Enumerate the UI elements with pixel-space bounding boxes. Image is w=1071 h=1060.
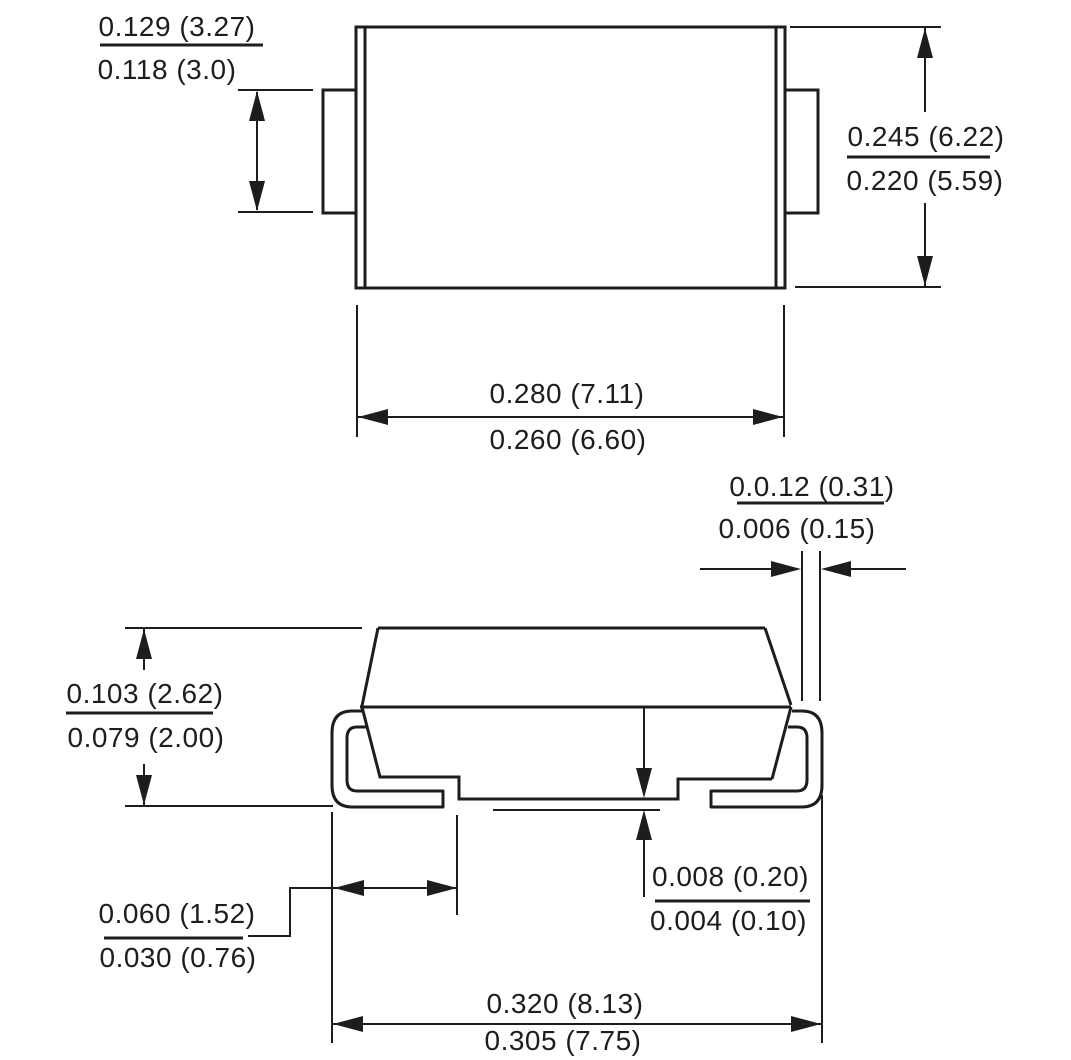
dim-value-max: 0.103 (2.62) — [67, 678, 224, 709]
dim-value-max: 0.320 (8.13) — [487, 988, 644, 1019]
dim-value-max: 0.245 (6.22) — [848, 121, 1005, 152]
dim-value-max: 0.280 (7.11) — [490, 378, 645, 409]
arrow-up-icon — [249, 91, 265, 121]
dim-value-min: 0.118 (3.0) — [98, 54, 237, 85]
dim-value-min: 0.260 (6.60) — [490, 424, 647, 455]
dim-value-max: 0.0.12 (0.31) — [729, 471, 894, 502]
top-view-right-tab — [783, 88, 820, 215]
arrow-right-icon — [427, 880, 457, 896]
dim-value-min: 0.220 (5.59) — [847, 165, 1004, 196]
dim-overall-length: 0.320 (8.13) 0.305 (7.75) — [333, 795, 823, 1056]
dim-height: 0.103 (2.62) 0.079 (2.00) — [66, 627, 362, 807]
dim-value-min: 0.305 (7.75) — [485, 1025, 642, 1056]
dim-tab-width: 0.129 (3.27) 0.118 (3.0) — [98, 11, 313, 213]
arrow-right-icon — [791, 1016, 821, 1032]
top-view: 0.129 (3.27) 0.118 (3.0) 0.245 (6.22) 0.… — [98, 11, 1005, 455]
side-view-right-lead — [709, 709, 824, 809]
arrow-right-icon — [771, 561, 801, 577]
arrow-left-icon — [358, 409, 388, 425]
side-view-body-bottom — [360, 706, 793, 801]
dim-body-length: 0.280 (7.11) 0.260 (6.60) — [356, 305, 785, 455]
arrow-down-icon — [136, 775, 152, 805]
arrow-down-icon — [917, 256, 933, 286]
arrow-right-icon — [753, 409, 783, 425]
side-view-left-lead — [330, 709, 445, 809]
dim-value-min: 0.006 (0.15) — [719, 513, 876, 544]
dim-value-min: 0.079 (2.00) — [68, 722, 225, 753]
arrow-left-icon — [821, 561, 851, 577]
top-view-body — [354, 25, 787, 290]
leader-line — [248, 887, 332, 937]
arrow-left-icon — [333, 1016, 363, 1032]
arrow-left-icon — [334, 880, 364, 896]
dim-value-min: 0.004 (0.10) — [650, 905, 807, 936]
side-view: 0.0.12 (0.31) 0.006 (0.15) 0.103 (2.62) … — [66, 471, 906, 1056]
dim-lead-thickness: 0.0.12 (0.31) 0.006 (0.15) — [700, 471, 906, 701]
dim-body-width: 0.245 (6.22) 0.220 (5.59) — [790, 26, 1005, 288]
arrow-down-icon — [636, 768, 652, 798]
dim-value-max: 0.008 (0.20) — [652, 861, 809, 892]
top-view-left-tab — [321, 88, 358, 215]
arrow-up-icon — [136, 629, 152, 659]
arrow-down-icon — [249, 181, 265, 211]
dim-value-min: 0.030 (0.76) — [100, 942, 257, 973]
side-view-body-top — [360, 626, 793, 707]
arrow-up-icon — [917, 28, 933, 58]
dim-standoff: 0.008 (0.20) 0.004 (0.10) — [493, 707, 810, 936]
dim-value-max: 0.129 (3.27) — [99, 11, 256, 42]
dim-foot-length: 0.060 (1.52) 0.030 (0.76) — [99, 812, 458, 1043]
dim-value-max: 0.060 (1.52) — [99, 898, 256, 929]
arrow-up-icon — [636, 810, 652, 840]
